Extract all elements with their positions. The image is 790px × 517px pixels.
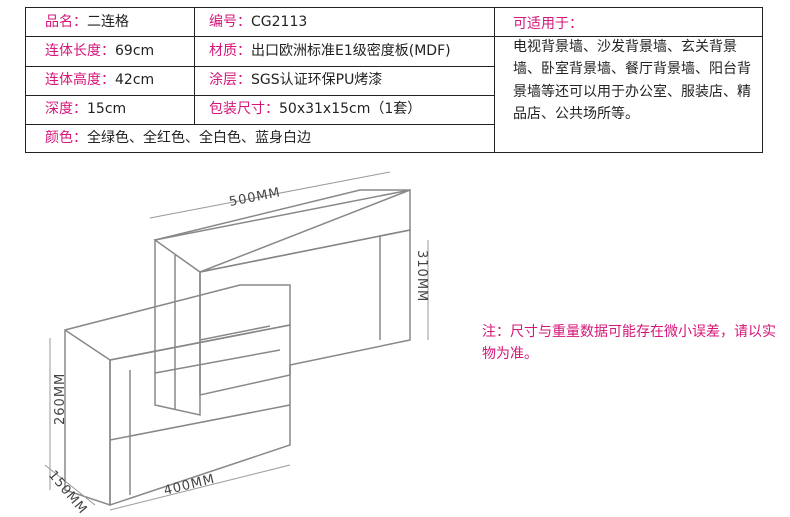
spec-material: 材质：出口欧洲标准E1级密度板(MDF) [209,43,451,59]
depth-label: 150MM [45,468,90,517]
spec-package: 包装尺寸：50x31x15cm（1套） [209,101,422,117]
spec-height: 连体高度：42cm [45,72,155,88]
upper-shelf-top [153,189,411,273]
left-height-label: 260MM [53,373,68,425]
spec-length: 连体长度：69cm [45,43,155,59]
top-width-label: 500MM [228,185,282,210]
spec-table: 品名：二连格 编号：CG2113 连体长度：69cm 材质：出口欧洲标准E1级密… [25,7,763,153]
spec-color: 颜色：全绿色、全红色、全白色、蓝身白边 [45,130,311,146]
upper-shelf-left [154,189,411,416]
upper-shelf-front [199,229,411,396]
spec-name: 品名：二连格 [45,14,129,30]
right-height-label: 310MM [414,250,429,302]
bottom-width-label: 400MM [162,472,216,499]
shelf-diagram: 500MM 310MM 260MM 150MM 400MM [44,171,429,517]
spec-code: 编号：CG2113 [209,14,308,30]
usage-title: 可适用于： [513,16,583,32]
disclaimer-note: 注：尺寸与重量数据可能存在微小误差，请以实物为准。 [482,324,776,362]
spec-depth: 深度：15cm [45,101,127,117]
lower-shelf-outline [64,284,291,507]
usage-text: 电视背景墙、沙发背景墙、玄关背景墙、卧室背景墙、餐厅背景墙、阳台背景墙等还可以用… [513,38,751,123]
usage-box: 可适用于： 电视背景墙、沙发背景墙、玄关背景墙、卧室背景墙、餐厅背景墙、阳台背景… [513,13,753,126]
spec-coating: 涂层：SGS认证环保PU烤漆 [209,72,383,88]
